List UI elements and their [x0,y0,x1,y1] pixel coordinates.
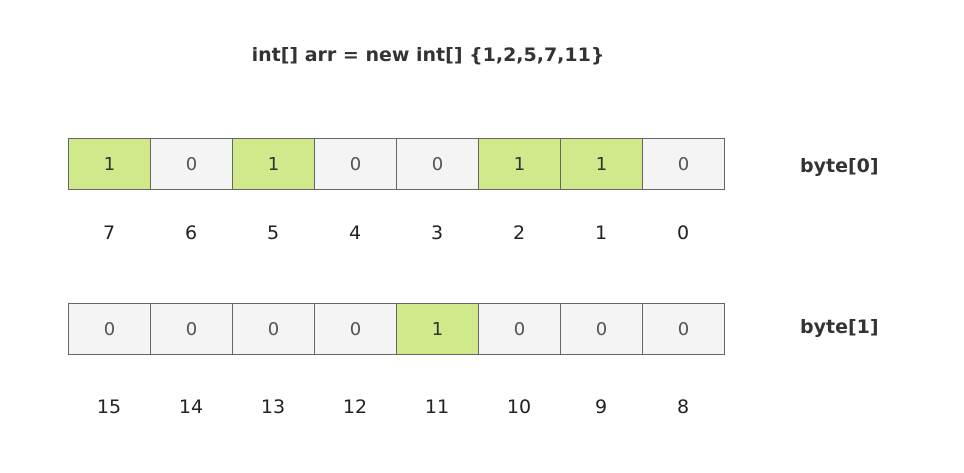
bit-index-label: 9 [594,396,608,418]
bit-index-label: 15 [96,396,122,418]
bit-cell-14: 0 [150,303,233,355]
byte-0-label: byte[0] [800,155,879,177]
byte-1-index-row: 15 14 13 12 11 10 9 8 [68,396,724,418]
bit-cell-3: 0 [396,138,479,190]
bit-cell-7: 1 [68,138,151,190]
bit-index-label: 1 [594,222,608,244]
byte-0-index-row: 7 6 5 4 3 2 1 0 [68,222,724,244]
bit-cell-6: 0 [150,138,233,190]
bit-index-label: 12 [342,396,368,418]
bit-index-label: 8 [676,396,690,418]
byte-1-bit-row: 0 0 0 0 1 0 0 0 [68,303,725,355]
bit-cell-5: 1 [232,138,315,190]
bit-cell-12: 0 [314,303,397,355]
byte-1-label: byte[1] [800,316,879,338]
bit-cell-13: 0 [232,303,315,355]
bit-cell-2: 1 [478,138,561,190]
bit-index-label: 3 [430,222,444,244]
bit-index-label: 10 [506,396,532,418]
bit-index-label: 14 [178,396,204,418]
bit-cell-15: 0 [68,303,151,355]
bit-cell-1: 1 [560,138,643,190]
bit-index-label: 7 [102,222,116,244]
bit-index-label: 6 [184,222,198,244]
bit-cell-9: 0 [560,303,643,355]
bit-index-label: 5 [266,222,280,244]
bit-cell-0: 0 [642,138,725,190]
bit-cell-4: 0 [314,138,397,190]
bit-index-label: 0 [676,222,690,244]
bit-cell-8: 0 [642,303,725,355]
array-declaration-title: int[] arr = new int[] {1,2,5,7,11} [251,44,605,66]
bit-cell-11: 1 [396,303,479,355]
bit-index-label: 2 [512,222,526,244]
bit-index-label: 13 [260,396,286,418]
bit-index-label: 11 [424,396,450,418]
bit-index-label: 4 [348,222,362,244]
byte-0-bit-row: 1 0 1 0 0 1 1 0 [68,138,725,190]
bit-cell-10: 0 [478,303,561,355]
